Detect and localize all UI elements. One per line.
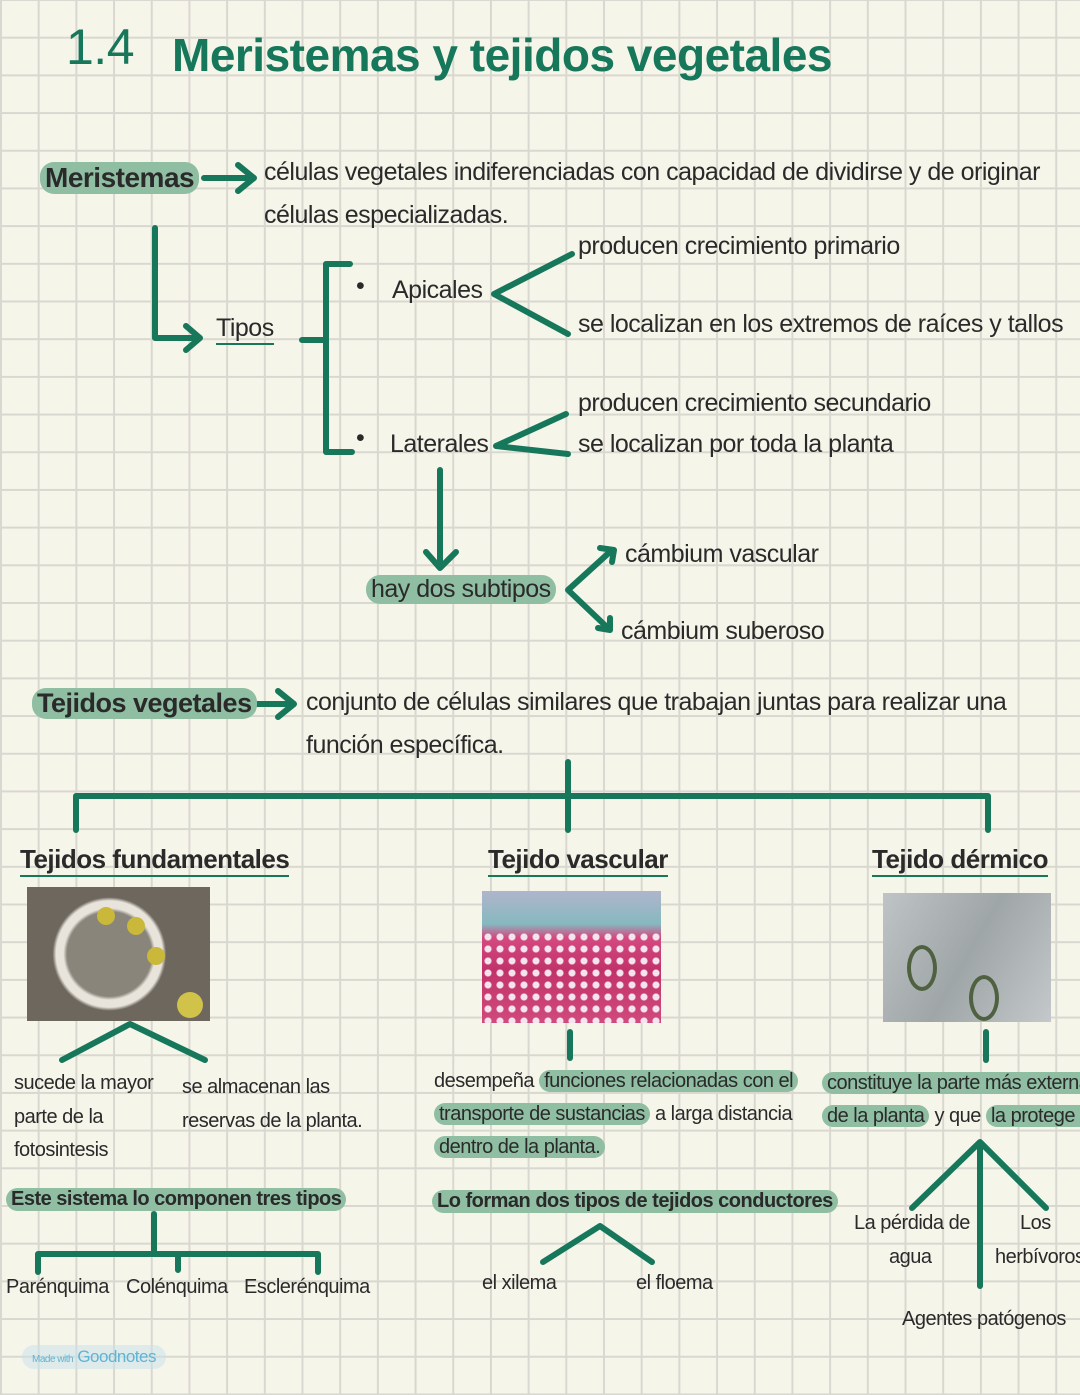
vascular-micrograph	[482, 891, 661, 1023]
dermico-desc-highlight: de la planta	[822, 1105, 930, 1127]
tree-tipos-fundamentales	[35, 1211, 321, 1275]
vascular-desc-highlight: transporte de sustancias	[434, 1103, 650, 1125]
branch-fundamentales	[59, 1021, 208, 1063]
apicales-label: Apicales	[392, 276, 483, 304]
apicales-point: se localizan en los extremos de raíces y…	[578, 310, 1064, 338]
tejidos-label: Tejidos vegetales	[32, 688, 257, 719]
branch-vascular	[540, 1223, 655, 1265]
tipos-label: Tipos	[216, 314, 274, 345]
dermico-desc-highlight: constituye la parte más externa	[822, 1072, 1080, 1094]
chevron-subtipos	[565, 545, 617, 633]
goodnotes-badge: Made with Goodnotes	[22, 1345, 166, 1369]
branch-dermico	[909, 1139, 1049, 1289]
laterales-label: Laterales	[390, 430, 489, 458]
vascular-desc-line: dentro de la planta.	[434, 1136, 606, 1159]
tipo-fundamental: Parénquima	[6, 1276, 109, 1298]
dermico-desc-text: y que	[934, 1105, 981, 1127]
chevron-laterales	[493, 411, 571, 457]
dermico-item: Los	[1020, 1212, 1051, 1234]
vascular-desc-text: a larga distancia	[654, 1103, 793, 1125]
vascular-desc-line: transporte de sustancias a larga distanc…	[434, 1103, 793, 1126]
bullet-icon: •	[356, 424, 365, 452]
dermico-desc-highlight: la protege de	[985, 1105, 1080, 1127]
tipo-fundamental: Esclerénquima	[244, 1276, 370, 1298]
goodnotes-brand: Goodnotes	[77, 1347, 156, 1366]
meristemas-def-1: células vegetales indiferenciadas con ca…	[264, 158, 1041, 186]
vascular-desc-highlight: dentro de la planta.	[434, 1136, 606, 1158]
vascular-title: Tejido vascular	[488, 844, 668, 877]
arrow-meristemas	[201, 162, 257, 194]
dermico-item: La pérdida de	[854, 1212, 970, 1234]
laterales-point: producen crecimiento secundario	[578, 389, 931, 417]
dermico-title: Tejido dérmico	[872, 844, 1049, 877]
dermico-item: Agentes patógenos	[902, 1308, 1066, 1330]
arrow-laterales-down	[423, 467, 459, 571]
fundamentales-left-line: parte de la	[14, 1106, 104, 1128]
tree-tejidos	[73, 759, 991, 833]
subtipos-label: hay dos subtipos	[366, 575, 556, 604]
laterales-point: se localizan por toda la planta	[578, 430, 894, 458]
tejidos-def-2: función específica.	[306, 731, 504, 759]
dermico-item: herbívoros	[995, 1246, 1080, 1268]
forman-label: Lo forman dos tipos de tejidos conductor…	[432, 1190, 838, 1213]
bracket-tipos	[299, 261, 355, 455]
fundamentales-right-line: se almacenan las	[182, 1076, 330, 1098]
sistema-label: Este sistema lo componen tres tipos	[6, 1188, 347, 1211]
vascular-desc-text: desempeña	[434, 1070, 535, 1092]
tipo-conductor: el xilema	[482, 1272, 557, 1294]
dermico-desc-line: constituye la parte más externa	[822, 1072, 1080, 1095]
vascular-desc-highlight: funciones relacionadas con el	[539, 1070, 799, 1092]
fundamentales-left-line: sucede la mayor	[14, 1072, 154, 1094]
bullet-icon: •	[356, 272, 365, 300]
arrow-tipos	[152, 225, 203, 353]
section-number: 1.4	[66, 19, 135, 75]
dermico-desc-line: de la planta y que la protege de	[822, 1105, 1080, 1128]
dermico-micrograph	[883, 893, 1051, 1022]
fundamentales-micrograph	[27, 887, 210, 1021]
meristemas-def-2: células especializadas.	[264, 201, 509, 229]
subtipo-item: cámbium vascular	[625, 540, 819, 568]
vascular-desc-line: desempeña funciones relacionadas con el	[434, 1070, 799, 1093]
fundamentales-left-line: fotosintesis	[14, 1139, 109, 1161]
apicales-point: producen crecimiento primario	[578, 232, 900, 260]
subtipo-item: cámbium suberoso	[621, 617, 825, 645]
chevron-apicales	[491, 251, 575, 337]
page-title: Meristemas y tejidos vegetales	[172, 29, 833, 81]
tipo-fundamental: Colénquima	[126, 1276, 228, 1298]
fundamentales-right-line: reservas de la planta.	[182, 1110, 363, 1132]
tejidos-def-1: conjunto de células similares que trabaj…	[306, 688, 1007, 716]
dermico-item: agua	[889, 1246, 932, 1268]
fundamentales-title: Tejidos fundamentales	[20, 844, 290, 877]
made-with-text: Made with	[32, 1354, 74, 1365]
tipo-conductor: el floema	[636, 1272, 713, 1294]
meristemas-label: Meristemas	[40, 162, 200, 194]
